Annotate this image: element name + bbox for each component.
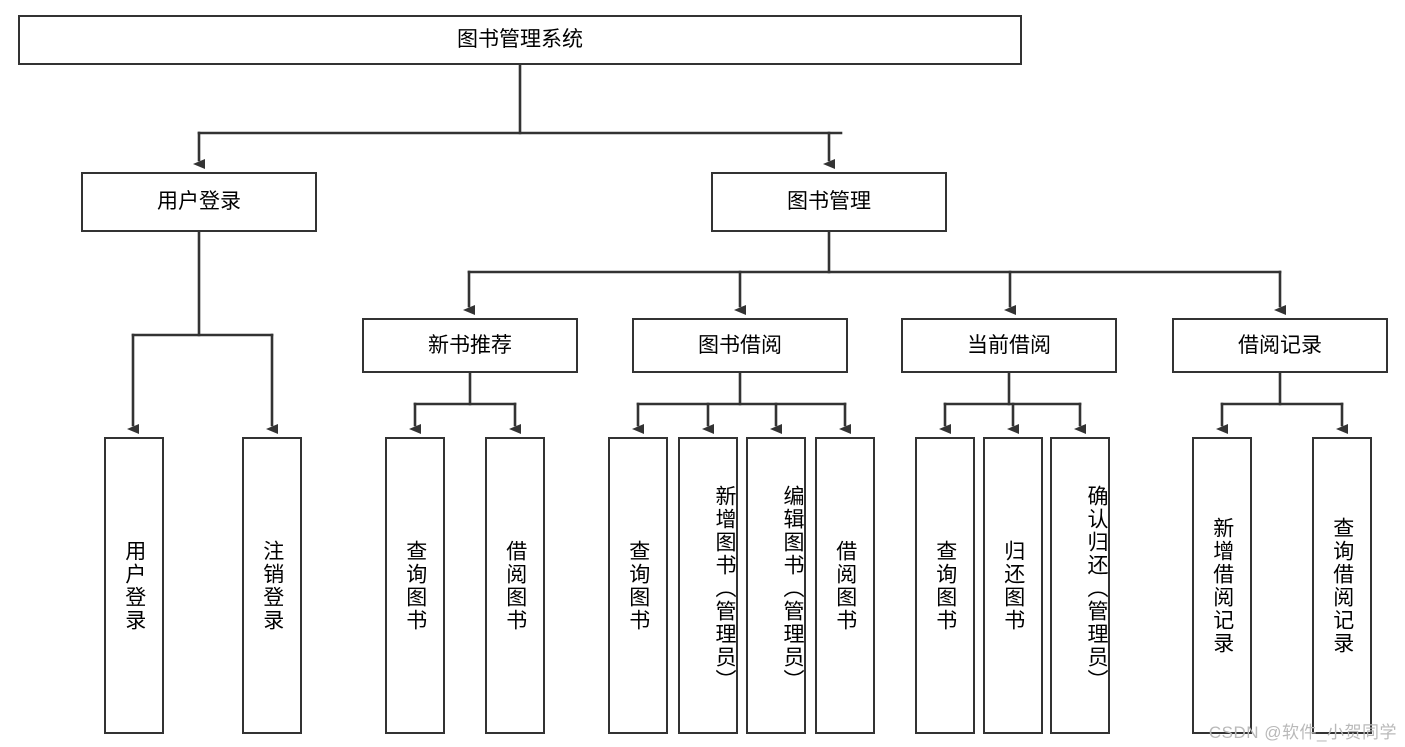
node-leaf-add-record[interactable]: 新增借阅记录 <box>1192 437 1252 734</box>
node-current-borrow[interactable]: 当前借阅 <box>901 318 1117 373</box>
node-borrow-record[interactable]: 借阅记录 <box>1172 318 1388 373</box>
node-leaf-edit-book[interactable]: 编辑图书（管理员） <box>746 437 806 734</box>
node-leaf-add-book-label: 新增图书（管理员） <box>713 485 736 692</box>
node-leaf-query-book-cur-label: 查询图书 <box>933 539 957 632</box>
node-leaf-return-book-label: 归还图书 <box>1001 539 1025 632</box>
node-leaf-confirm-return-label: 确认归还（管理员） <box>1085 485 1108 692</box>
node-leaf-add-book[interactable]: 新增图书（管理员） <box>678 437 738 734</box>
node-leaf-user-login[interactable]: 用户登录 <box>104 437 164 734</box>
node-book-borrow-label: 图书借阅 <box>698 333 782 357</box>
node-new-book-recommend[interactable]: 新书推荐 <box>362 318 578 373</box>
node-leaf-return-book[interactable]: 归还图书 <box>983 437 1043 734</box>
node-leaf-query-book-rec[interactable]: 查询图书 <box>385 437 445 734</box>
node-new-book-recommend-label: 新书推荐 <box>428 333 512 357</box>
node-root-label: 图书管理系统 <box>457 28 583 52</box>
node-leaf-query-book-borrow-label: 查询图书 <box>626 539 650 632</box>
node-leaf-logout[interactable]: 注销登录 <box>242 437 302 734</box>
node-leaf-query-record-label: 查询借阅记录 <box>1330 516 1354 655</box>
node-book-manage-label: 图书管理 <box>787 190 871 214</box>
node-root[interactable]: 图书管理系统 <box>18 15 1022 65</box>
node-leaf-borrow-book-rec-label: 借阅图书 <box>503 539 527 632</box>
node-leaf-query-book-cur[interactable]: 查询图书 <box>915 437 975 734</box>
node-leaf-logout-label: 注销登录 <box>260 539 284 632</box>
node-user-login[interactable]: 用户登录 <box>81 172 317 232</box>
node-book-manage[interactable]: 图书管理 <box>711 172 947 232</box>
node-leaf-query-book-borrow[interactable]: 查询图书 <box>608 437 668 734</box>
node-leaf-user-login-label: 用户登录 <box>122 539 146 632</box>
node-user-login-label: 用户登录 <box>157 190 241 214</box>
node-leaf-query-record[interactable]: 查询借阅记录 <box>1312 437 1372 734</box>
node-leaf-add-record-label: 新增借阅记录 <box>1210 516 1234 655</box>
node-leaf-confirm-return[interactable]: 确认归还（管理员） <box>1050 437 1110 734</box>
node-leaf-borrow-book-rec[interactable]: 借阅图书 <box>485 437 545 734</box>
node-leaf-borrow-book[interactable]: 借阅图书 <box>815 437 875 734</box>
watermark: CSDN @软件_小贺同学 <box>1208 723 1397 742</box>
node-leaf-edit-book-label: 编辑图书（管理员） <box>781 485 804 692</box>
node-current-borrow-label: 当前借阅 <box>967 333 1051 357</box>
node-leaf-query-book-rec-label: 查询图书 <box>403 539 427 632</box>
node-leaf-borrow-book-label: 借阅图书 <box>833 539 857 632</box>
node-borrow-record-label: 借阅记录 <box>1238 333 1322 357</box>
node-book-borrow[interactable]: 图书借阅 <box>632 318 848 373</box>
